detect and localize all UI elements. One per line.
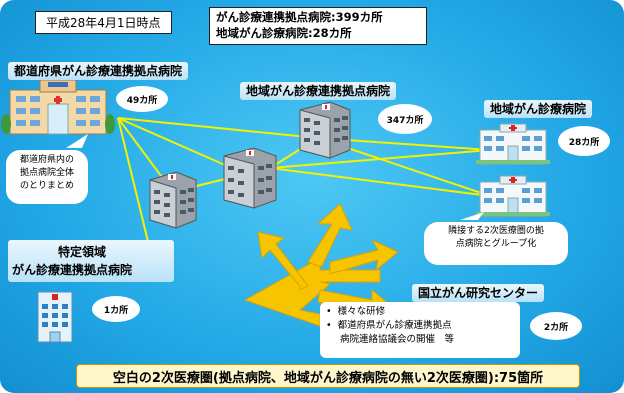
callout-line: 都道府県内の <box>19 155 74 165</box>
connector-line <box>269 167 491 197</box>
totals-line1: がん診療連携拠点病院:399カ所 <box>216 10 383 24</box>
regional-hospital-title: 地域がん診療病院 <box>484 100 593 118</box>
regional-base-hospital-building-icon <box>299 101 351 159</box>
ncc-bullet: • 都道府県がん診療連携拠点 <box>326 320 452 331</box>
regional-base-hospital-building-icon <box>149 171 197 229</box>
prefectural-callout: 都道府県内の 拠点病院全体 のとりまとめ <box>6 150 88 204</box>
connector-line <box>117 117 151 251</box>
prefectural-hospital-building-icon <box>1 79 115 135</box>
callout-line: のとりまとめ <box>19 181 74 191</box>
regional-hospital-callout: 隣接する2次医療圏の拠 点病院とグループ化 <box>424 222 568 265</box>
ncc-activities-box: • 様々な研修 • 都道府県がん診療連携拠点 病院連絡協議会の開催 等 <box>320 302 520 358</box>
network-arrows-icon <box>243 203 399 327</box>
regional-cancer-hospital-building-icon <box>476 175 550 217</box>
prefectural-title: 都道府県がん診療連携拠点病院 <box>8 62 189 80</box>
ncc-bullet: • 様々な研修 <box>326 306 386 317</box>
blank-area-footer: 空白の2次医療圏(拠点病院、地域がん診療病院の無い2次医療圏):75箇所 <box>76 364 580 388</box>
ncc-count: 2カ所 <box>530 312 582 340</box>
specific-field-title-box: 特定領域 がん診療連携拠点病院 <box>8 240 174 282</box>
ncc-title: 国立がん研究センター <box>412 284 545 302</box>
callout-line: 拠点病院全体 <box>19 168 74 178</box>
callout-tail <box>460 212 484 220</box>
specific-field-title-line1: 特定領域 <box>58 245 107 259</box>
specific-field-title-line2: がん診療連携拠点病院 <box>12 263 133 277</box>
regional-base-hospital-building-icon <box>223 147 277 209</box>
regional-base-title: 地域がん診療連携拠点病院 <box>240 82 397 100</box>
regional-hospital-count: 28カ所 <box>558 126 610 156</box>
regional-cancer-hospital-building-icon <box>476 123 550 165</box>
specific-field-count: 1カ所 <box>92 296 140 322</box>
specific-field-hospital-building-icon <box>37 291 73 343</box>
prefectural-count: 49カ所 <box>116 86 168 112</box>
callout-tail <box>66 134 88 148</box>
callout-line: 点病院とグループ化 <box>455 239 537 249</box>
callout-line: 隣接する2次医療圏の拠 <box>448 226 544 236</box>
connector-line <box>117 117 319 139</box>
totals-box: がん診療連携拠点病院:399カ所 地域がん診療病院:28カ所 <box>209 7 427 45</box>
ncc-bullet-continuation: 病院連絡協議会の開催 等 <box>340 334 455 345</box>
date-label: 平成28年4月1日時点 <box>35 11 172 34</box>
regional-base-count: 347カ所 <box>378 104 432 134</box>
totals-line2: 地域がん診療病院:28カ所 <box>216 26 352 40</box>
